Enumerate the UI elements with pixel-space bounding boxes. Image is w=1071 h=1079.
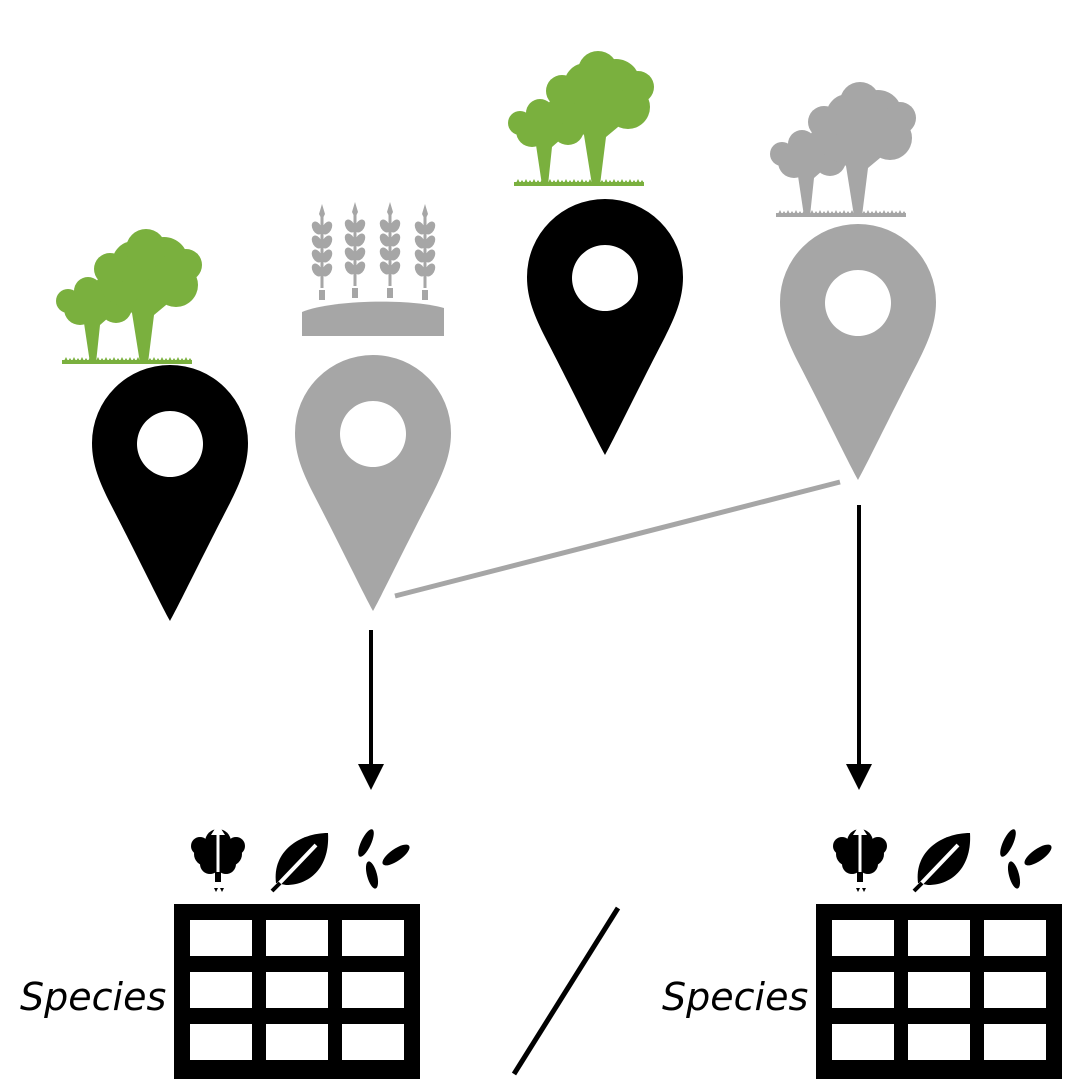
seeds-icon: [997, 827, 1055, 890]
leaf-icon: [912, 831, 973, 893]
arrow-down-icon: [846, 505, 872, 790]
forest-tree-group-icon: [770, 82, 916, 217]
forest-tree-group-icon: [56, 229, 202, 364]
species-table-left: [174, 904, 420, 1079]
forest-tree-group-icon: [508, 51, 654, 186]
leaf-icon: [270, 831, 331, 893]
site-connection-line: [394, 479, 841, 599]
species-label-left: Species: [20, 975, 166, 1019]
seeds-icon: [355, 827, 413, 890]
species-label-right: Species: [662, 975, 808, 1019]
tree-height-icon: [833, 824, 887, 892]
tree-height-icon: [191, 824, 245, 892]
arrow-down-icon: [358, 630, 384, 790]
map-pin-icon: [527, 199, 683, 455]
divider-slash: [511, 906, 621, 1076]
wheat-field-icon: [302, 202, 444, 336]
map-pin-icon: [92, 365, 248, 621]
map-pin-icon: [780, 224, 936, 480]
species-table-right: [816, 904, 1062, 1079]
map-pin-icon: [295, 355, 451, 611]
